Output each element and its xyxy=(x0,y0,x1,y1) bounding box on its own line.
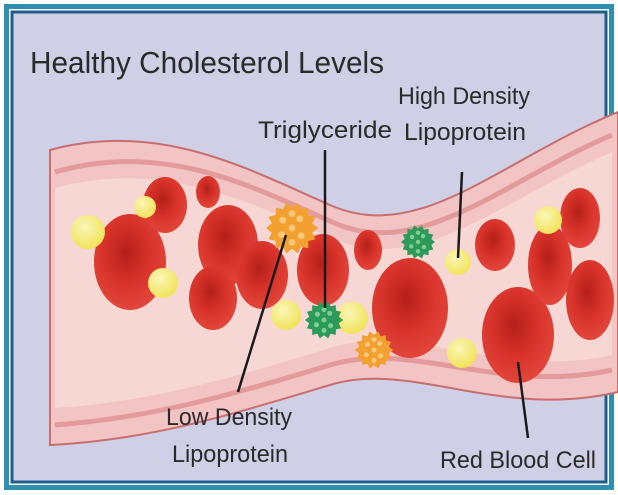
hdl-particle xyxy=(271,300,301,330)
hdl-particle xyxy=(534,206,562,234)
hdl-label-line1: High Density xyxy=(398,83,530,110)
hdl-label-line2: Lipoprotein xyxy=(404,119,526,146)
red-blood-cell xyxy=(475,219,515,271)
ldl-label-line1: Low Density xyxy=(166,404,292,431)
triglyceride-label: Triglyceride xyxy=(258,117,392,144)
red-blood-cell xyxy=(566,260,614,340)
red-blood-cell xyxy=(196,176,220,208)
hdl-particle xyxy=(148,268,178,298)
diagram-title: Healthy Cholesterol Levels xyxy=(30,45,384,80)
red-blood-cell xyxy=(560,188,600,248)
rbc-label: Red Blood Cell xyxy=(440,447,596,474)
hdl-particle xyxy=(134,196,156,218)
hdl-particle xyxy=(447,338,477,368)
red-blood-cell xyxy=(354,230,382,270)
ldl-label-line2: Lipoprotein xyxy=(172,441,288,468)
hdl-particle xyxy=(71,215,105,249)
red-blood-cell xyxy=(189,266,237,330)
hdl-particle xyxy=(336,302,368,334)
